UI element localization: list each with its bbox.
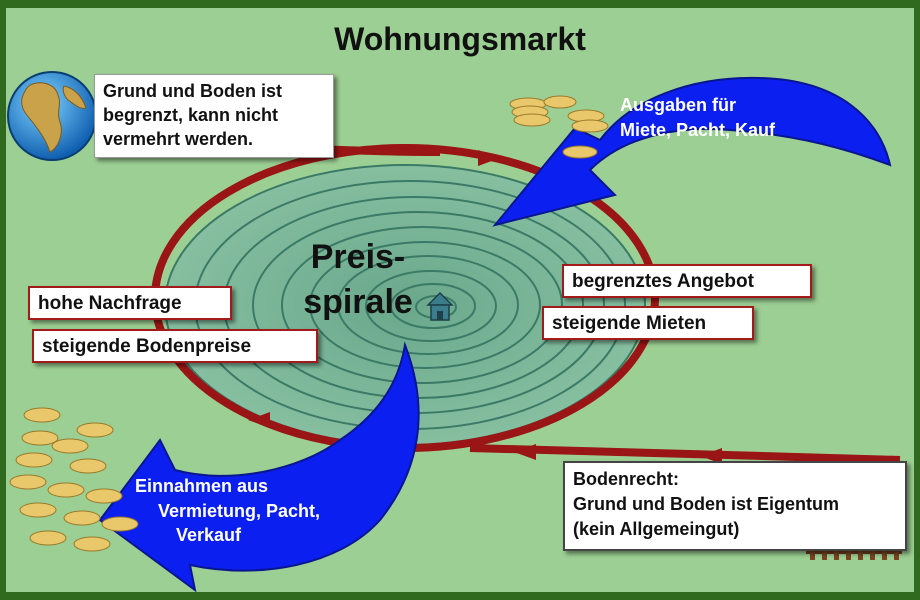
rising-land-prices-box: steigende Bodenpreise [32,329,318,363]
income-arrow: Einnahmen aus Vermietung, Pacht, Verkauf [98,341,420,593]
income-label-line3: Verkauf [176,525,242,545]
land-law-line3: (kein Allgemeingut) [573,519,740,539]
center-label-line2: spirale [303,283,413,321]
loop-arrowhead-top [478,150,500,166]
spending-label-line2: Miete, Pacht, Kauf [620,120,776,140]
coin-pile-icon [9,407,139,552]
income-label-line2: Vermietung, Pacht, [158,501,320,521]
law-feeder-arrowhead-1 [700,448,722,464]
land-law-line1: Bodenrecht: [573,469,680,489]
land-law-box: Bodenrecht: Grund und Boden ist Eigentum… [563,461,907,551]
land-limited-box: Grund und Boden ist begrenzt, kann nicht… [94,74,334,158]
high-demand-box: hohe Nachfrage [28,286,232,320]
center-label-line1: Preis- [311,238,406,276]
law-feeder-arrowhead-2 [514,444,536,460]
land-limited-line1: Grund und Boden ist [103,81,282,101]
high-demand-label: hohe Nachfrage [38,293,182,314]
rising-land-prices-label: steigende Bodenpreise [42,336,252,357]
limited-supply-label: begrenztes Angebot [572,271,754,292]
rising-rents-label: steigende Mieten [552,313,707,334]
price-spiral [164,164,646,446]
coin-stack-icon [509,95,609,159]
page-title: Wohnungsmarkt [334,21,586,57]
house-icon [426,291,454,321]
loop-arrowhead-bottom [248,412,270,428]
rising-rents-box: steigende Mieten [542,306,754,340]
law-feeder-line [469,444,901,464]
income-label-line1: Einnahmen aus [135,476,268,496]
land-limited-line3: vermehrt werden. [103,129,254,149]
globe-icon [7,71,97,161]
land-limited-line2: begrenzt, kann nicht [103,105,279,125]
limited-supply-box: begrenztes Angebot [562,264,812,298]
land-law-line2: Grund und Boden ist Eigentum [573,494,839,514]
spending-label-line1: Ausgaben für [620,95,736,115]
